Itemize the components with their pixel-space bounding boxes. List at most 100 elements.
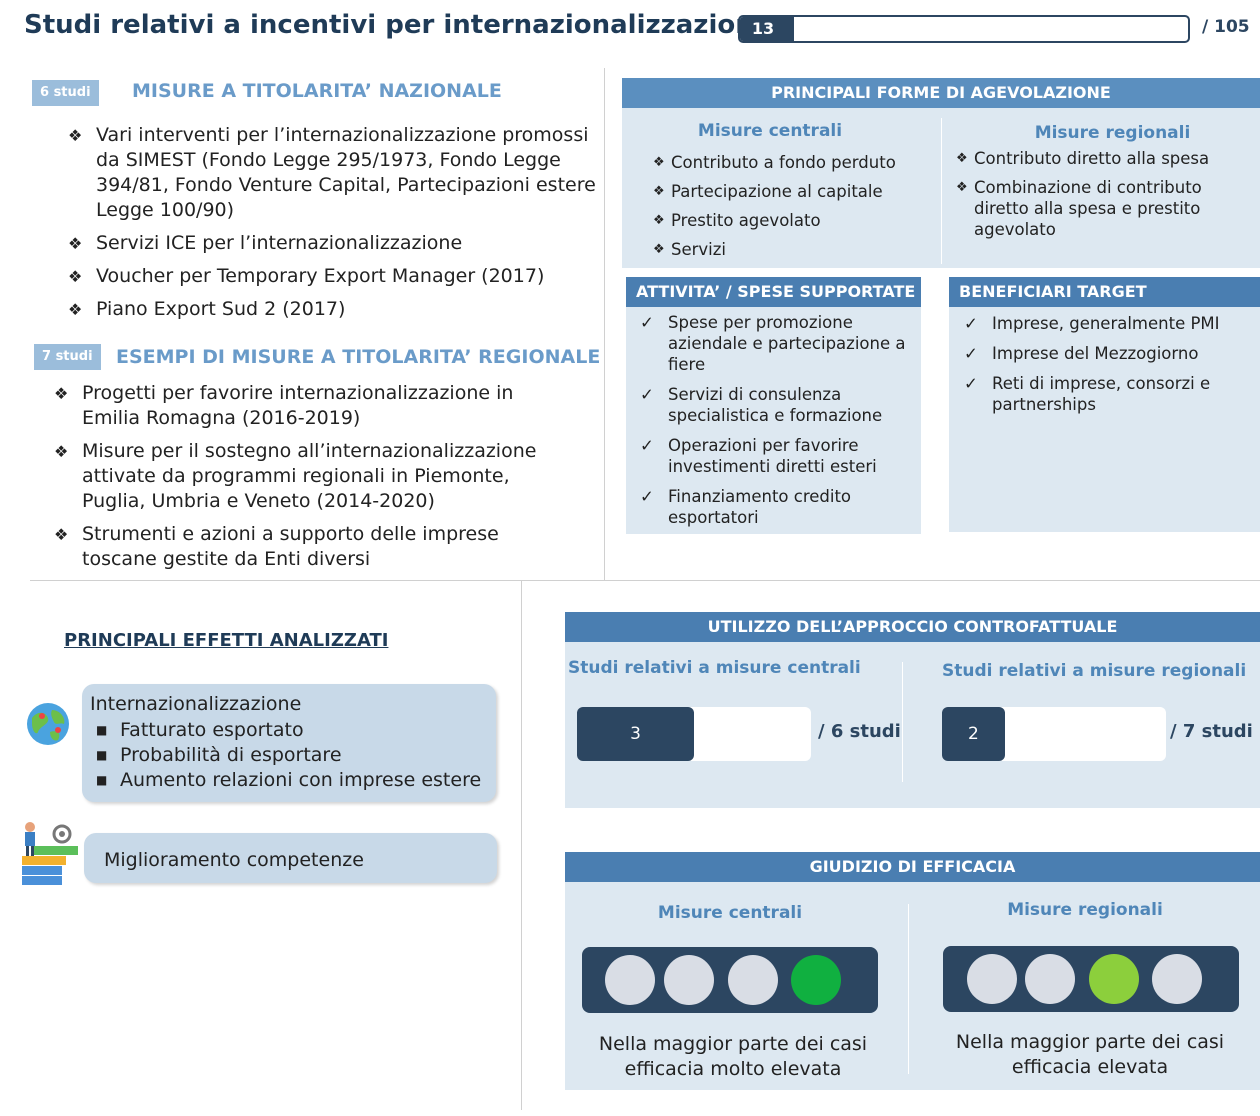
- subheading-centrali: Studi relativi a misure centrali: [568, 658, 861, 678]
- counter-total: / 7 studi: [1170, 721, 1253, 742]
- studies-count-badge: 7 studi: [34, 344, 101, 370]
- panel-heading: UTILIZZO DELL’APPROCCIO CONTROFATTUALE: [565, 612, 1260, 642]
- diamond-bullet-icon: ❖: [653, 155, 665, 170]
- judgement-text-regionali: Nella maggior parte dei casi efficacia e…: [955, 1031, 1225, 1078]
- panel-heading: GIUDIZIO DI EFFICACIA: [565, 852, 1260, 882]
- list-item: ✓Imprese, generalmente PMI: [964, 314, 1220, 333]
- list-item: ❖Vari interventi per l’internazionalizza…: [68, 124, 596, 221]
- studies-counter-regionali: 2: [942, 707, 1166, 761]
- progress-fill: [740, 17, 794, 41]
- indicator-lamp-1: [605, 955, 655, 1005]
- square-bullet-icon: ■: [96, 723, 108, 737]
- subheading-regionali: Studi relativi a misure regionali: [942, 661, 1247, 681]
- list-item: ❖Servizi: [653, 240, 727, 259]
- list-attivita: ✓Spese per promozione aziendale e partec…: [638, 312, 913, 537]
- effect-title: Internazionalizzazione: [90, 693, 302, 715]
- diamond-bullet-icon: ❖: [956, 180, 968, 195]
- list-beneficiari: ✓Imprese, generalmente PMI ✓Imprese del …: [962, 313, 1252, 424]
- check-icon: ✓: [640, 487, 654, 506]
- list-item: ✓Reti di imprese, consorzi e partnership…: [964, 374, 1211, 414]
- indicator-lamp-2: [664, 955, 714, 1005]
- panel-heading: PRINCIPALI FORME DI AGEVOLAZIONE: [622, 78, 1260, 108]
- list-item: ■Aumento relazioni con imprese estere: [96, 769, 482, 791]
- list-item: ❖Voucher per Temporary Export Manager (2…: [68, 265, 545, 287]
- indicator-lamp-2: [1025, 954, 1075, 1004]
- subheading-regionali: Misure regionali: [1034, 123, 1191, 143]
- panel-divider: [902, 662, 903, 782]
- list-regionale: ❖Progetti per favorire internazionalizza…: [54, 381, 554, 580]
- check-icon: ✓: [640, 385, 654, 404]
- judgement-text-centrali: Nella maggior parte dei casi efficacia m…: [598, 1033, 868, 1080]
- list-nazionale: ❖Vari interventi per l’internazionalizza…: [68, 123, 603, 330]
- effect-title: Miglioramento competenze: [104, 849, 364, 871]
- progress-total: / 105: [1202, 17, 1250, 37]
- studies-counter-centrali: 3: [577, 707, 811, 761]
- list-item: ■Fatturato esportato: [96, 719, 304, 741]
- diamond-bullet-icon: ❖: [68, 300, 83, 319]
- traffic-light-centrali: [582, 947, 878, 1013]
- diamond-bullet-icon: ❖: [653, 242, 665, 257]
- list-item: ✓Operazioni per favorire investimenti di…: [640, 436, 877, 476]
- check-icon: ✓: [964, 314, 978, 333]
- diamond-bullet-icon: ❖: [653, 213, 665, 228]
- panel-beneficiari: BENEFICIARI TARGET: [949, 277, 1260, 532]
- list-item: ❖Progetti per favorire internazionalizza…: [54, 382, 514, 429]
- subheading-centrali: Misure centrali: [657, 903, 803, 923]
- diamond-bullet-icon: ❖: [68, 267, 83, 286]
- diamond-bullet-icon: ❖: [68, 234, 83, 253]
- indicator-lamp-4: [1152, 954, 1202, 1004]
- horizontal-divider: [30, 580, 1260, 581]
- list-item: ❖Servizi ICE per l’internazionalizzazion…: [68, 232, 463, 254]
- section-heading-regionale: ESEMPI DI MISURE A TITOLARITA’ REGIONALE: [116, 346, 601, 368]
- counter-fill: 2: [942, 707, 1005, 761]
- panel-divider: [941, 118, 942, 264]
- panel-attivita: ATTIVITA’ / SPESE SUPPORTATE: [626, 277, 921, 534]
- list-item: ❖Partecipazione al capitale: [653, 182, 883, 201]
- diamond-bullet-icon: ❖: [54, 384, 69, 403]
- list-forme-regionali: ❖Contributo diretto alla spesa ❖Combinaz…: [956, 148, 1246, 248]
- traffic-light-regionali: [943, 946, 1239, 1012]
- indicator-lamp-3: [1089, 954, 1139, 1004]
- vertical-divider: [604, 68, 605, 580]
- diamond-bullet-icon: ❖: [54, 525, 69, 544]
- indicator-lamp-1: [967, 954, 1017, 1004]
- list-item: ✓Finanziamento credito esportatori: [640, 487, 852, 527]
- square-bullet-icon: ■: [96, 748, 108, 762]
- skills-growth-icon: [18, 820, 80, 886]
- list-item: ❖Combinazione di contributo diretto alla…: [956, 178, 1202, 239]
- effect-box-internazionalizzazione: [82, 684, 496, 802]
- progress-bar: 13: [738, 15, 1190, 43]
- check-icon: ✓: [640, 436, 654, 455]
- counter-total: / 6 studi: [818, 721, 901, 742]
- diamond-bullet-icon: ❖: [68, 126, 83, 145]
- panel-heading: ATTIVITA’ / SPESE SUPPORTATE: [626, 277, 921, 307]
- list-item: ❖Misure per il sostegno all’internaziona…: [54, 440, 537, 512]
- effects-heading: PRINCIPALI EFFETTI ANALIZZATI: [64, 630, 389, 651]
- list-item: ✓Servizi di consulenza specialistica e f…: [640, 385, 883, 425]
- page-title: Studi relativi a incentivi per internazi…: [24, 10, 772, 40]
- list-item: ❖Prestito agevolato: [653, 211, 821, 230]
- studies-count-badge: 6 studi: [32, 80, 99, 106]
- indicator-lamp-4: [791, 955, 841, 1005]
- diamond-bullet-icon: ❖: [653, 184, 665, 199]
- section-heading-nazionale: MISURE A TITOLARITA’ NAZIONALE: [132, 80, 502, 102]
- check-icon: ✓: [964, 374, 978, 393]
- list-item: ✓Spese per promozione aziendale e partec…: [640, 313, 906, 374]
- subheading-regionali: Misure regionali: [1007, 900, 1163, 920]
- square-bullet-icon: ■: [96, 773, 108, 787]
- list-item: ■Probabilità di esportare: [96, 744, 342, 766]
- list-item: ❖Contributo a fondo perduto: [653, 153, 896, 172]
- globe-icon: [26, 702, 70, 746]
- list-item: ❖Strumenti e azioni a supporto delle imp…: [54, 523, 499, 570]
- indicator-lamp-3: [728, 955, 778, 1005]
- list-item: ✓Imprese del Mezzogiorno: [964, 344, 1199, 363]
- panel-divider: [908, 904, 909, 1074]
- check-icon: ✓: [640, 313, 654, 332]
- diamond-bullet-icon: ❖: [54, 442, 69, 461]
- subheading-centrali: Misure centrali: [697, 121, 843, 141]
- panel-heading: BENEFICIARI TARGET: [949, 277, 1260, 307]
- vertical-divider-bottom: [521, 580, 522, 1110]
- counter-fill: 3: [577, 707, 694, 761]
- list-item: ❖Piano Export Sud 2 (2017): [68, 298, 346, 320]
- progress-current: 13: [751, 19, 775, 38]
